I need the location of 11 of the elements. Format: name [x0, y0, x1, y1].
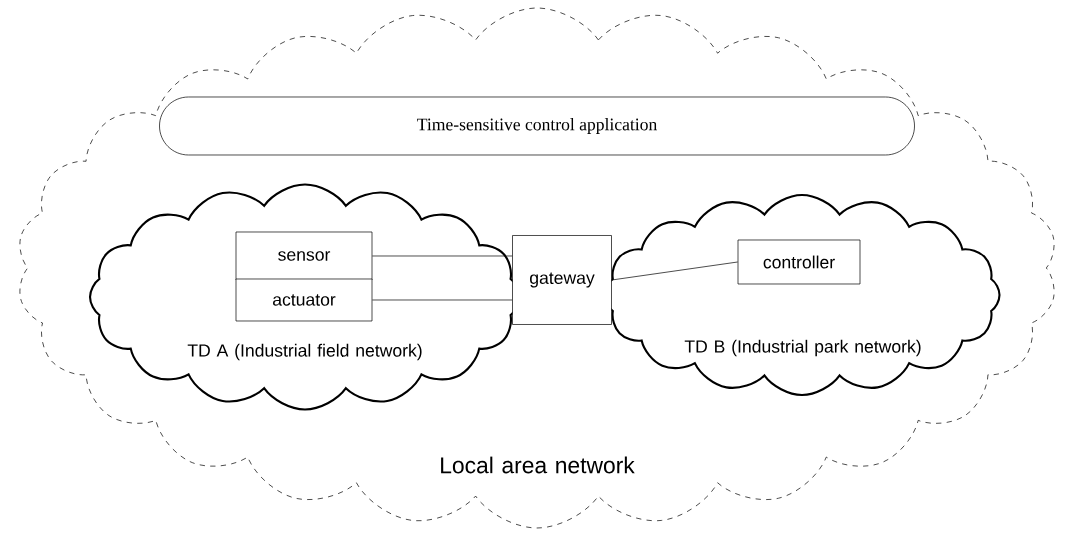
- application-box: Time-sensitive control application: [159, 96, 915, 156]
- device-box: controller: [737, 239, 861, 285]
- device-box: sensor: [235, 231, 373, 281]
- connector-line: [611, 261, 738, 281]
- network-label: TD B (Industrial park network): [684, 339, 921, 357]
- network-label: TD A (Industrial field network): [187, 343, 422, 361]
- connector-line: [372, 255, 513, 257]
- device-box: actuator: [235, 278, 373, 322]
- connector-line: [372, 299, 513, 301]
- network-label: Local area network: [441, 456, 635, 474]
- gateway-box: gateway: [512, 235, 612, 325]
